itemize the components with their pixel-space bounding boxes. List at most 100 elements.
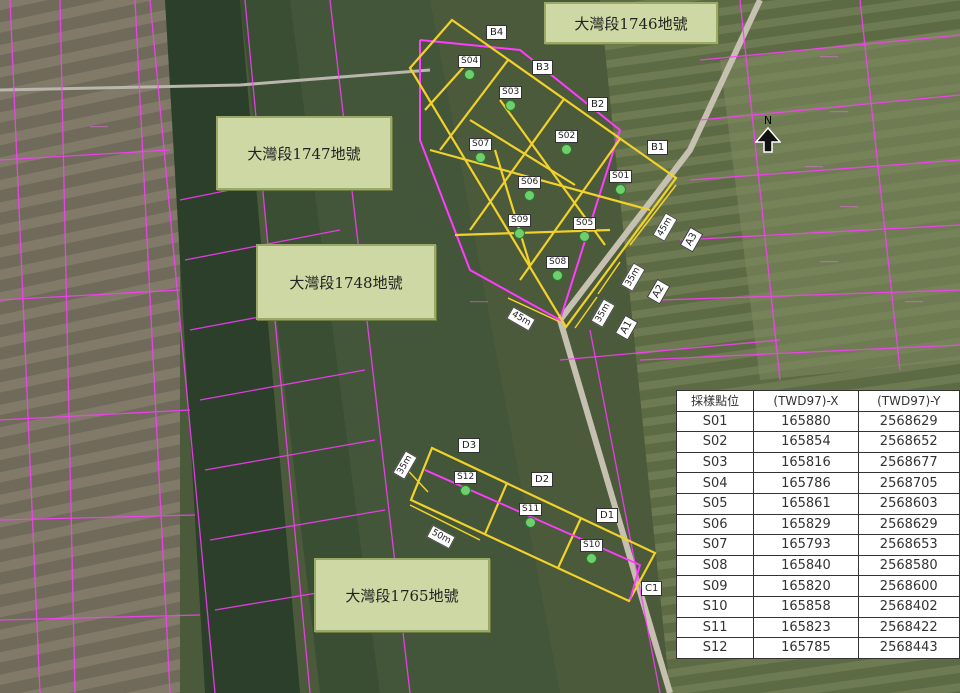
sample-marker-label: S10 xyxy=(580,539,604,552)
sample-marker-label: S04 xyxy=(458,55,482,68)
sample-dot-icon xyxy=(615,184,627,195)
table-cell: S01 xyxy=(675,410,755,433)
table-cell: 165785 xyxy=(753,637,859,659)
table-cell: 165829 xyxy=(753,513,859,536)
table-cell: 165786 xyxy=(753,472,859,494)
table-cell: S05 xyxy=(675,492,755,515)
table-cell: S09 xyxy=(675,575,755,597)
table-cell: 165816 xyxy=(753,451,859,474)
table-cell: 2568422 xyxy=(857,616,960,639)
north-arrow: N xyxy=(750,114,786,156)
table-cell: 2568600 xyxy=(857,575,960,597)
table-cell: 2568705 xyxy=(857,472,960,494)
svg-text:____: ____ xyxy=(804,158,824,168)
sample-marker-S07: S07 xyxy=(469,138,493,163)
table-cell: 2568603 xyxy=(857,492,960,515)
point-B3: B3 xyxy=(532,60,554,75)
sample-marker-S10: S10 xyxy=(580,539,604,564)
point-D2: D2 xyxy=(531,472,554,487)
north-arrow-icon xyxy=(754,126,782,153)
sample-dot-icon xyxy=(525,517,537,528)
svg-text:____: ____ xyxy=(819,253,839,263)
table-cell: 2568402 xyxy=(857,595,960,618)
table-cell: 2568653 xyxy=(857,534,960,556)
table-cell: 165840 xyxy=(753,554,859,577)
sample-marker-label: S07 xyxy=(469,138,493,151)
callout-lot-1746: 大灣段1746地號 xyxy=(544,2,718,44)
sample-dot-icon xyxy=(586,553,598,564)
table-cell: 2568629 xyxy=(857,410,960,433)
table-cell: 165880 xyxy=(753,410,859,433)
point-C1: C1 xyxy=(641,581,663,596)
sample-marker-S08: S08 xyxy=(546,256,570,281)
point-B2: B2 xyxy=(587,97,609,112)
callout-lot-1765: 大灣段1765地號 xyxy=(314,558,490,632)
table-cell: 2568629 xyxy=(857,513,960,536)
sample-marker-label: S08 xyxy=(546,256,570,269)
table-cell: S04 xyxy=(675,472,755,494)
sample-marker-label: S09 xyxy=(508,214,532,227)
callout-lot-1747: 大灣段1747地號 xyxy=(216,116,392,190)
callout-lot-1748: 大灣段1748地號 xyxy=(256,244,436,320)
sample-marker-S03: S03 xyxy=(499,86,523,111)
table-cell: S12 xyxy=(675,637,755,659)
table-cell: 165861 xyxy=(753,492,859,515)
sample-marker-label: S02 xyxy=(555,130,579,143)
sample-dot-icon xyxy=(561,144,573,155)
table-cell: S10 xyxy=(675,595,755,618)
table-cell: S07 xyxy=(675,534,755,556)
sample-marker-S05: S05 xyxy=(573,217,597,242)
sample-marker-label: S03 xyxy=(499,86,523,99)
callout-lot-1765-text: 大灣段1765地號 xyxy=(345,586,459,605)
north-label: N xyxy=(763,114,773,127)
point-B1: B1 xyxy=(647,140,669,155)
point-B4: B4 xyxy=(486,25,508,40)
table-cell: 165854 xyxy=(753,431,859,453)
table-header-row: 採樣點位 (TWD97)-X (TWD97)-Y xyxy=(675,390,960,412)
table-cell: 2568652 xyxy=(857,431,960,453)
svg-text:____: ____ xyxy=(839,198,859,208)
sample-marker-S01: S01 xyxy=(609,170,633,195)
sample-marker-label: S12 xyxy=(454,471,478,484)
table-cell: S06 xyxy=(675,513,755,536)
point-D3: D3 xyxy=(458,438,481,453)
sample-marker-S04: S04 xyxy=(458,55,482,80)
table-cell: 2568677 xyxy=(857,451,960,474)
table-cell: 165823 xyxy=(753,616,859,639)
table-cell: S11 xyxy=(675,616,755,639)
table-cell: 165820 xyxy=(753,575,859,597)
svg-text:____: ____ xyxy=(904,293,924,303)
sample-marker-S12: S12 xyxy=(454,471,478,496)
table-cell: S03 xyxy=(675,451,755,474)
sample-dot-icon xyxy=(524,190,536,201)
table-cell: S02 xyxy=(675,431,755,453)
sample-dot-icon xyxy=(464,69,476,80)
sample-dot-icon xyxy=(514,228,526,239)
sample-marker-S06: S06 xyxy=(518,176,542,201)
sample-marker-label: S01 xyxy=(609,170,633,183)
sample-marker-S11: S11 xyxy=(519,503,543,528)
sample-marker-label: S05 xyxy=(573,217,597,230)
column-header: 採樣點位 xyxy=(675,390,755,412)
column-header: (TWD97)-Y xyxy=(857,390,960,412)
svg-text:____: ____ xyxy=(89,118,109,128)
callout-lot-1747-text: 大灣段1747地號 xyxy=(247,144,361,163)
sample-dot-icon xyxy=(552,270,564,281)
table-cell: 165858 xyxy=(753,595,859,618)
sample-dot-icon xyxy=(475,152,487,163)
svg-text:____: ____ xyxy=(819,48,839,58)
table-cell: 2568443 xyxy=(857,637,960,659)
svg-text:____: ____ xyxy=(469,293,489,303)
sample-dot-icon xyxy=(579,231,591,242)
